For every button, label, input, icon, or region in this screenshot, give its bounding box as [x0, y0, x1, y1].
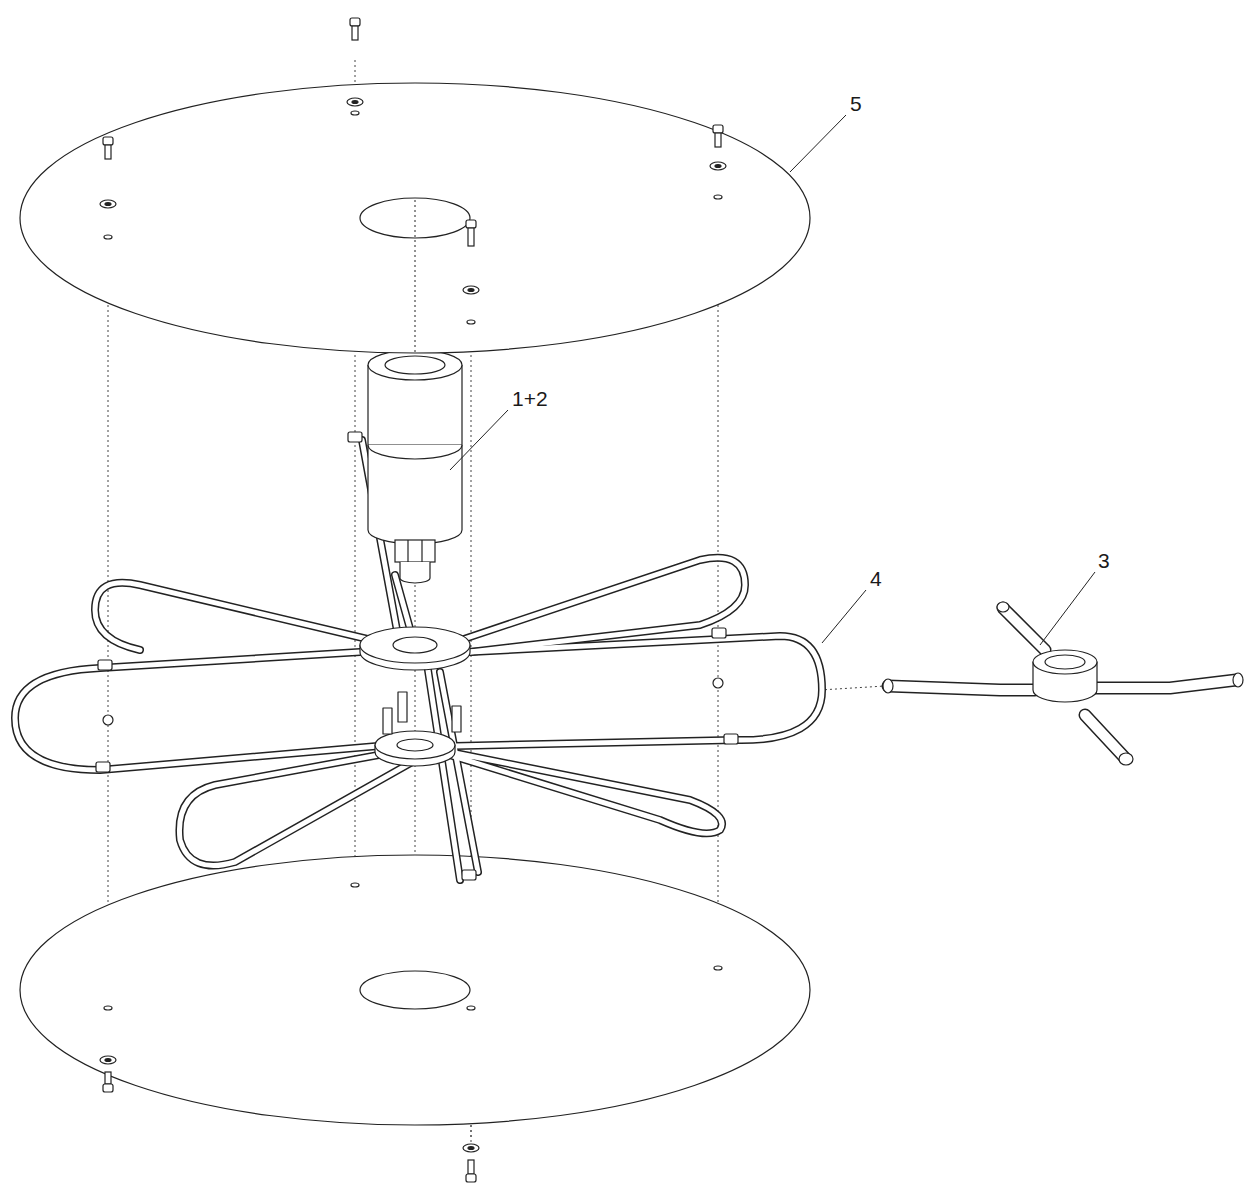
callout-number: 1+2	[512, 388, 548, 409]
callout-number: 5	[850, 93, 862, 114]
callout-number: 3	[1098, 550, 1110, 571]
callout-number: 4	[870, 568, 882, 589]
